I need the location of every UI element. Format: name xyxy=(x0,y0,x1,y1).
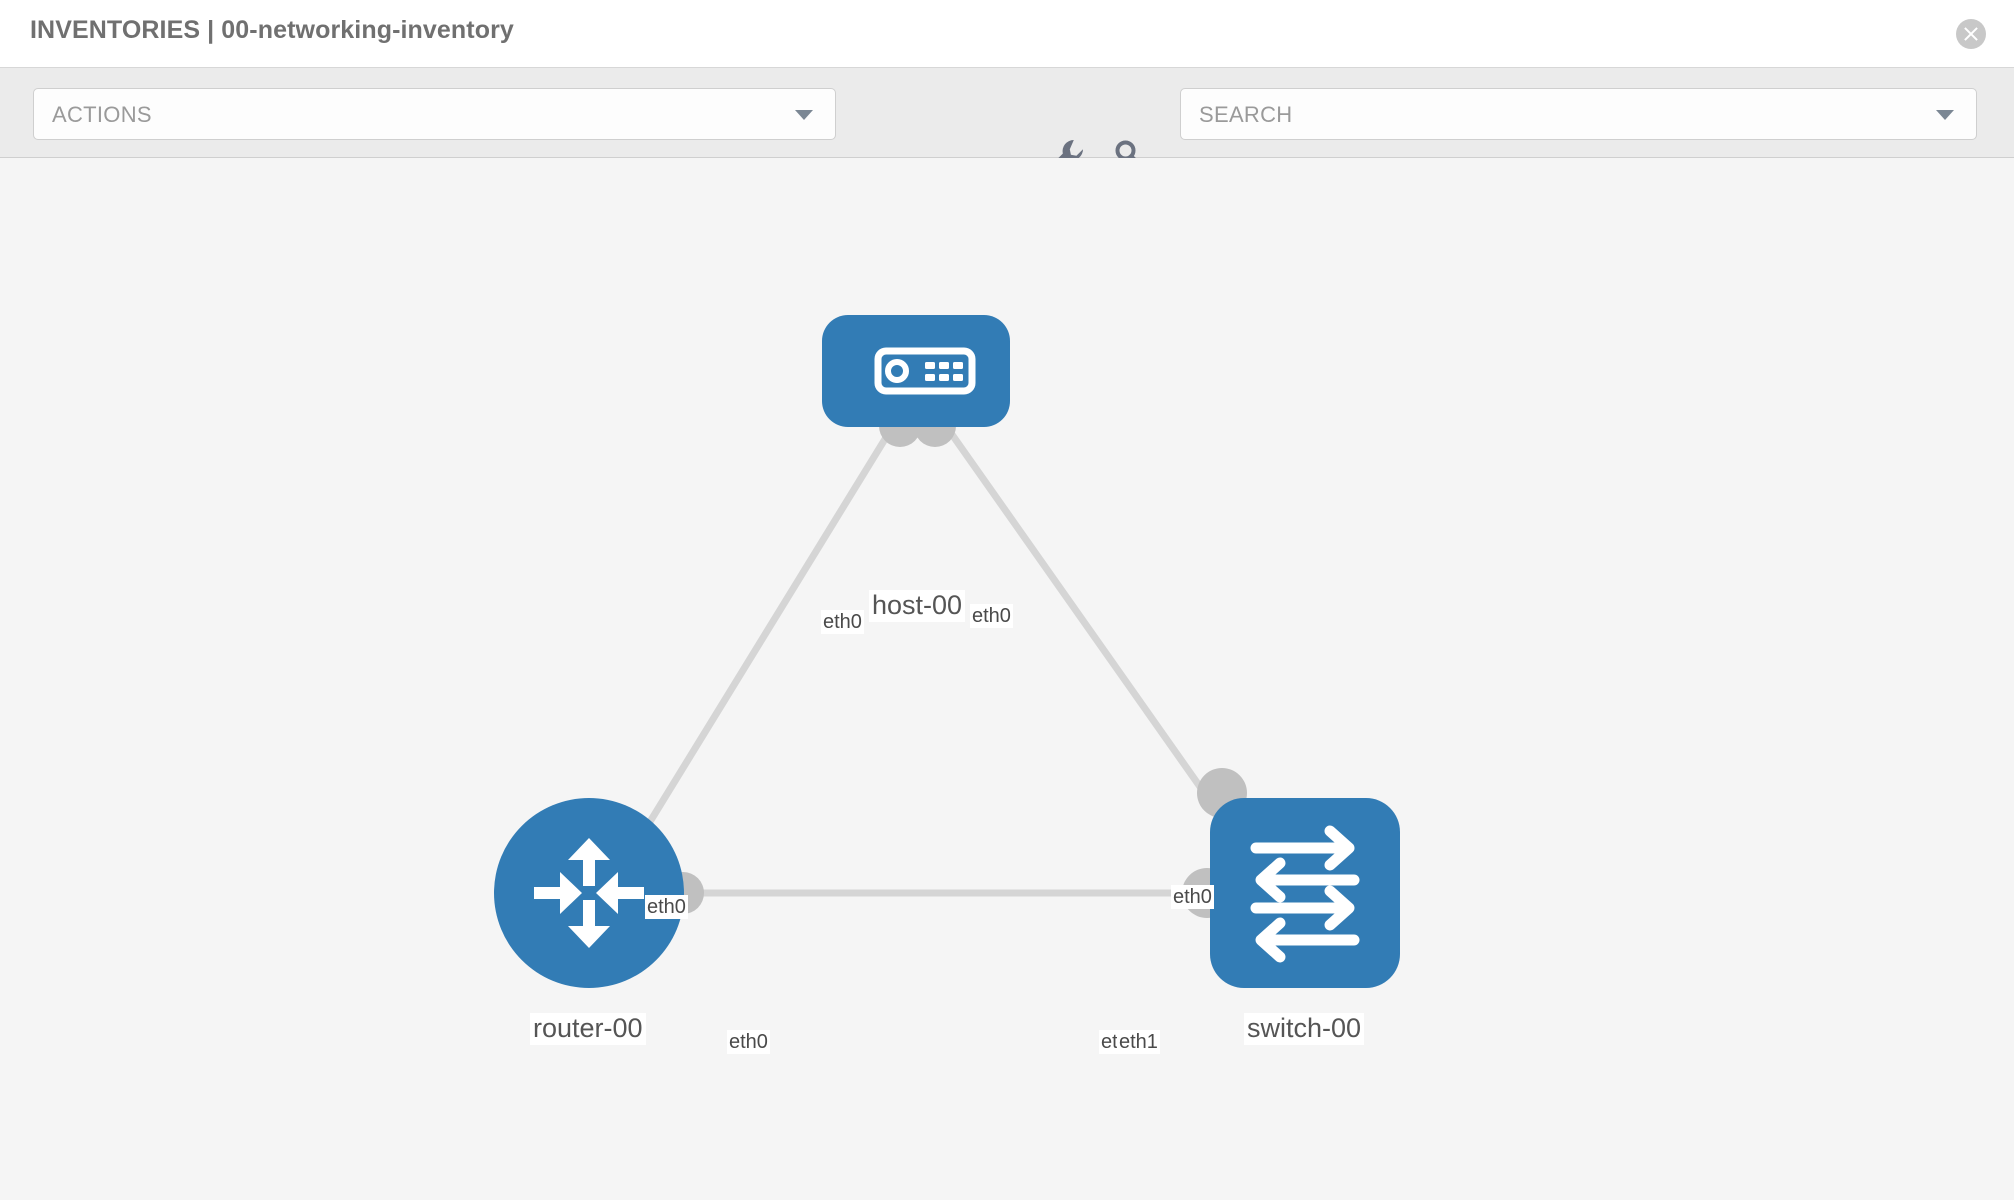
node-switch-shape[interactable] xyxy=(1210,798,1400,988)
port-label-router-up: eth0 xyxy=(645,895,688,919)
edge-host-switch xyxy=(942,422,1245,849)
search-input[interactable]: SEARCH xyxy=(1180,88,1977,140)
page-header: INVENTORIES | 00-networking-inventory xyxy=(0,0,2014,68)
port-label-host-right: eth0 xyxy=(970,604,1013,628)
port-label-router-right: eth0 xyxy=(727,1030,770,1054)
node-host-00[interactable] xyxy=(822,315,1010,447)
port-label-host-left: eth0 xyxy=(821,610,864,634)
port-label-switch-up: eth0 xyxy=(1171,885,1214,909)
chevron-down-icon[interactable] xyxy=(1936,110,1954,120)
actions-dropdown[interactable]: ACTIONS xyxy=(33,88,836,140)
switch-arrows-icon xyxy=(1250,825,1360,963)
page-title: INVENTORIES | 00-networking-inventory xyxy=(30,16,514,44)
port-label-switch-left: eth1 xyxy=(1117,1030,1160,1054)
node-label-switch-00: switch-00 xyxy=(1244,1013,1365,1045)
node-host-shape[interactable] xyxy=(822,315,1010,427)
edge-host-router xyxy=(636,422,897,842)
topology-edges xyxy=(636,422,1245,897)
topology-canvas[interactable]: eth0 eth0 host-00 xyxy=(0,158,2014,1200)
search-placeholder: SEARCH xyxy=(1199,102,1293,127)
node-router-00[interactable] xyxy=(494,798,704,988)
node-label-host-00: host-00 xyxy=(869,590,966,622)
node-label-router-00: router-00 xyxy=(530,1013,646,1045)
actions-dropdown-label: ACTIONS xyxy=(52,102,152,127)
close-icon[interactable] xyxy=(1956,19,1986,49)
topology-toolbar: ACTIONS SEARCH xyxy=(0,68,2014,174)
chevron-down-icon xyxy=(795,110,813,120)
router-arrows-icon xyxy=(534,838,644,948)
node-router-shape[interactable] xyxy=(494,798,684,988)
server-icon xyxy=(874,347,976,395)
node-switch-00[interactable] xyxy=(1182,768,1400,988)
